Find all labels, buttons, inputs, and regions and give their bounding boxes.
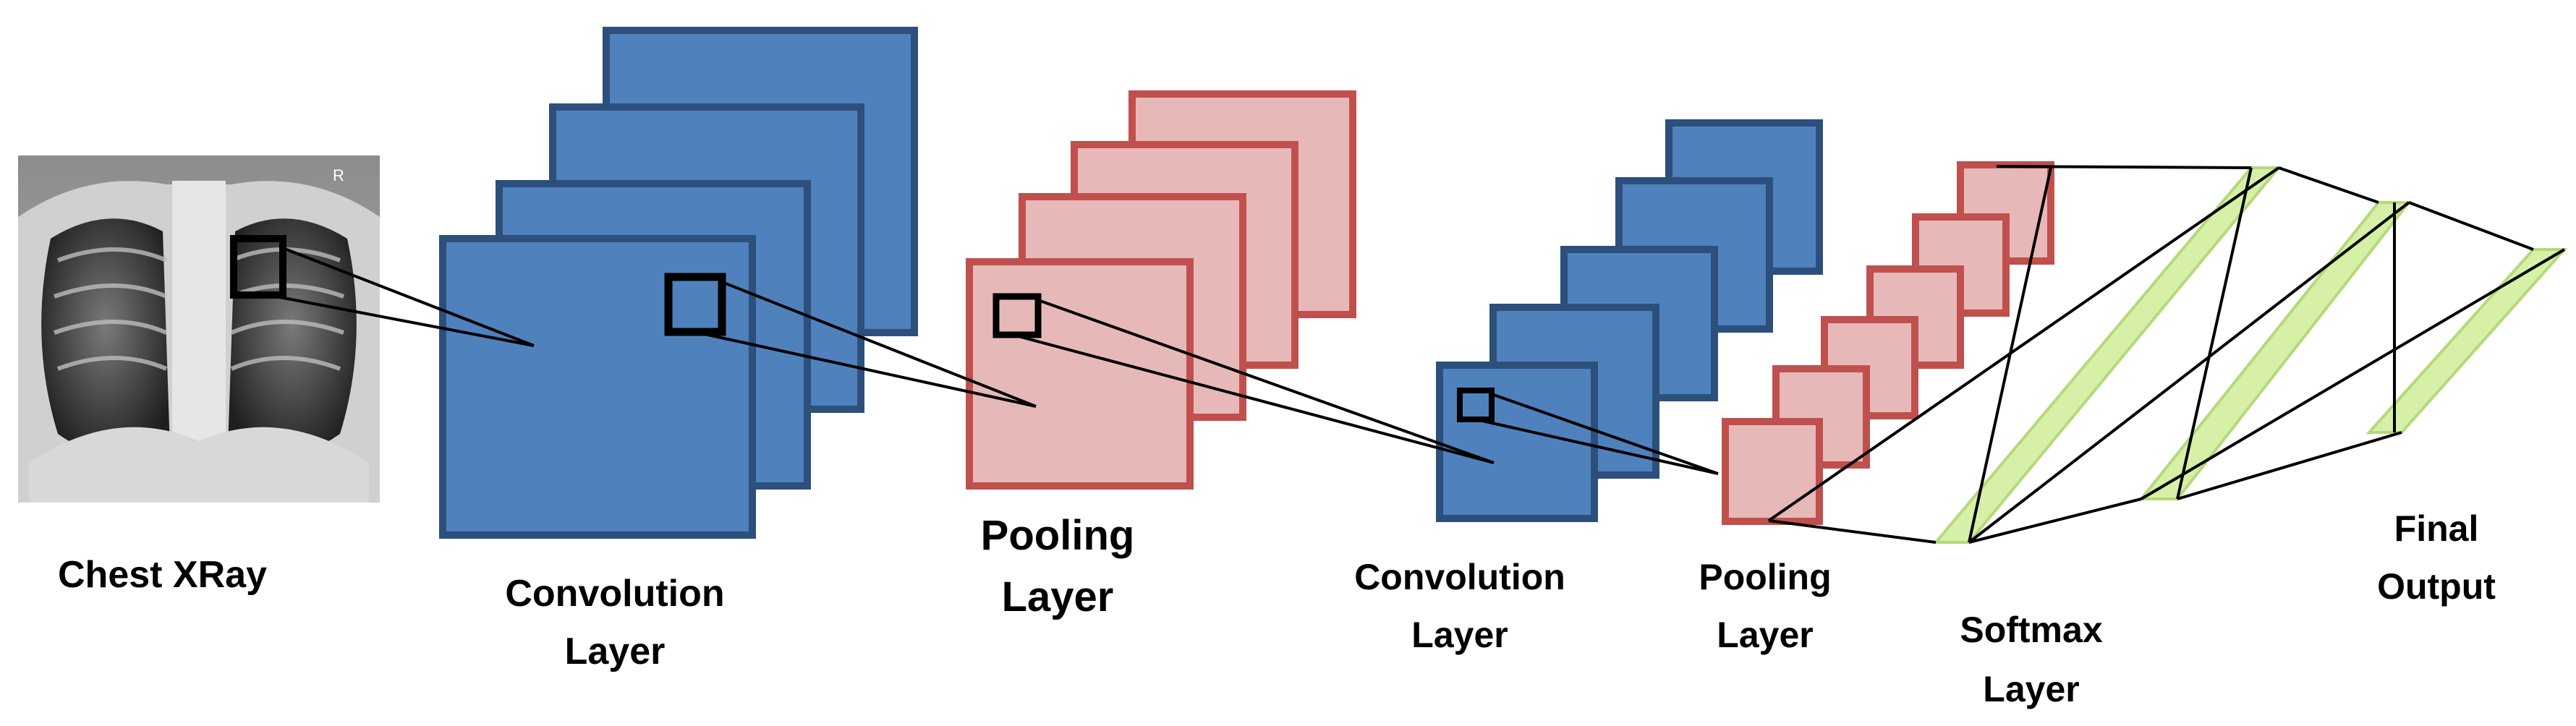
label-chest-xray: Chest XRay: [58, 554, 267, 596]
conv2-feature-map: [1436, 362, 1598, 522]
label-conv1-line1: Convolution: [505, 573, 724, 615]
pooling-layer-2: [1722, 161, 2054, 525]
pool2-feature-map: [1722, 418, 1823, 525]
connection-lines: [268, 165, 2566, 544]
label-softmax-line1: Softmax: [1960, 610, 2102, 650]
convolution-layer-2: [1436, 119, 1823, 522]
label-pool1-line2: Layer: [1002, 573, 1114, 620]
pooling-layer-1: [966, 90, 1356, 490]
softmax-bar: [2138, 201, 2413, 500]
label-pool2-line1: Pooling: [1699, 557, 1831, 597]
labels: Chest XRay Convolution Layer Pooling Lay…: [58, 508, 2496, 709]
label-conv2-line1: Convolution: [1354, 557, 1565, 597]
label-softmax-line2: Layer: [1983, 669, 2079, 709]
final-output: [2365, 248, 2568, 434]
convolution-layer-1: [439, 27, 918, 539]
label-pool1-line1: Pooling: [981, 512, 1135, 559]
label-pool2-line2: Layer: [1717, 615, 1813, 655]
label-final-output-line2: Output: [2377, 566, 2496, 607]
label-conv2-line2: Layer: [1411, 615, 1508, 655]
output-bar: [2365, 248, 2568, 434]
xray-corner-mark: R: [333, 166, 344, 184]
xray-receptive-field: [230, 235, 286, 299]
label-conv1-line2: Layer: [565, 631, 666, 672]
chest-xray-image: R: [18, 155, 380, 503]
conv1-feature-map: [439, 235, 756, 539]
label-final-output-line1: Final: [2394, 508, 2479, 549]
